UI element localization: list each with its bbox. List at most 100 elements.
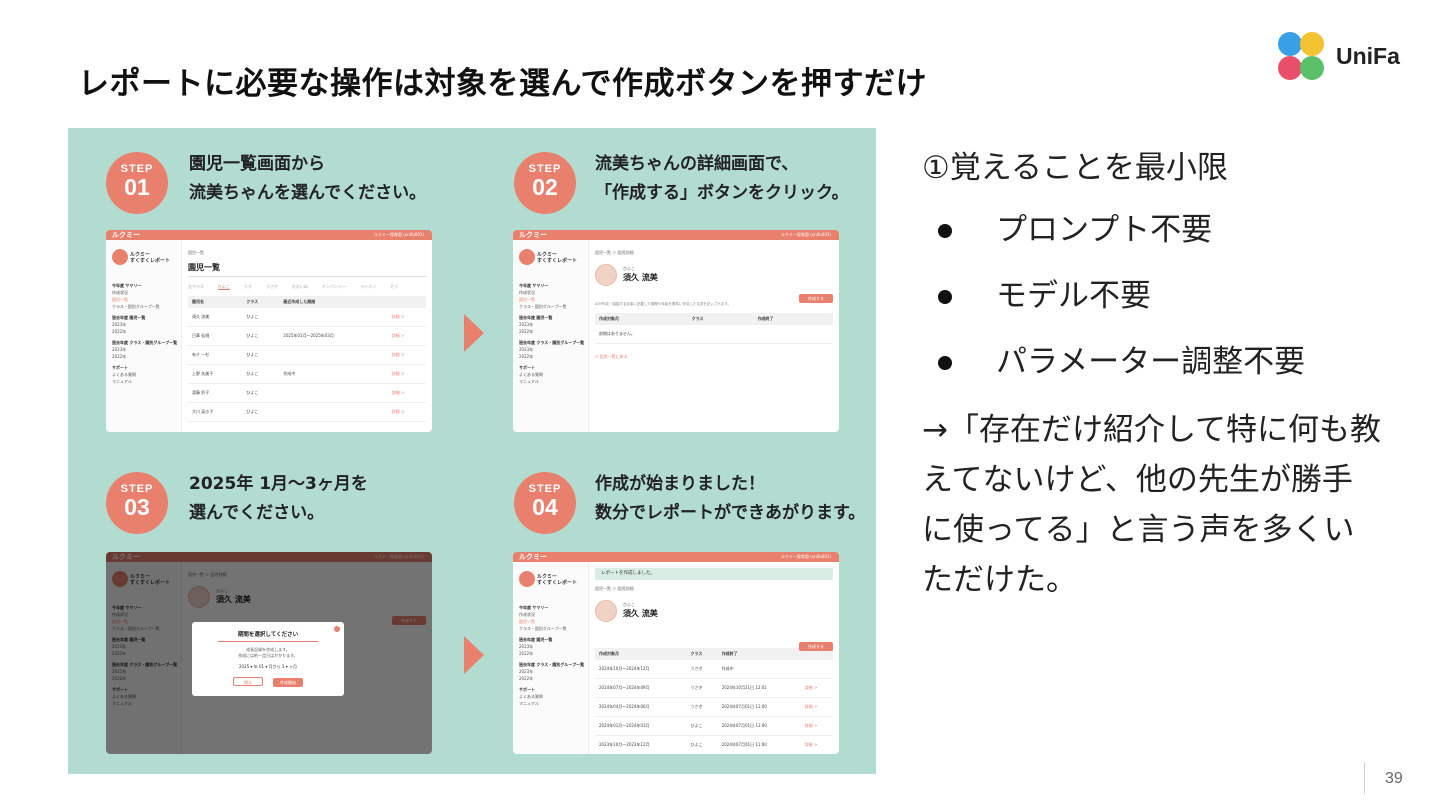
table-row: 有介 一杉ひよこ詳細 > <box>188 345 426 365</box>
sidebar-item[interactable]: よくある質問 <box>519 694 543 699</box>
sidebar-item[interactable]: よくある質問 <box>519 372 543 377</box>
sidebar-item[interactable]: 作成状況 <box>519 290 535 295</box>
points-heading: ①覚えることを最小限 <box>922 150 1228 186</box>
sidebar-item[interactable]: 今年度 サマリー <box>519 605 549 610</box>
tab-lion[interactable]: ライオン <box>360 284 377 289</box>
sidebar-item[interactable]: 2022年 <box>519 354 534 359</box>
tab-chimp[interactable]: チンパンジー <box>321 284 347 289</box>
screenshot-report-created: ルクミールクミー保育園 (unifa001) ルクミーすくすくレポート 今年度 … <box>513 552 839 754</box>
bullet-icon <box>938 356 952 370</box>
sidebar-item[interactable]: よくある質問 <box>112 372 136 377</box>
unifa-logo-mark-icon <box>1278 32 1324 80</box>
screenshot-child-list: ルクミールクミー保育園 (unifa001) ルクミーすくすくレポート 今年度 … <box>106 230 432 432</box>
sidebar-item[interactable]: 2023年 <box>519 669 534 674</box>
bullet-icon <box>938 290 952 304</box>
arrow-right-icon <box>464 636 484 674</box>
sidebar-item[interactable]: 今年度 サマリー <box>112 283 142 288</box>
detail-link[interactable]: 詳細 > <box>387 402 426 422</box>
class-tabs: 全クラス ひよこ りす うさぎ おおいぬ チンパンジー ライオン ぞう <box>188 284 426 290</box>
app-logo-icon <box>112 249 128 265</box>
sidebar-item[interactable]: サポート <box>519 365 535 370</box>
page-divider <box>1364 762 1365 794</box>
sidebar-item[interactable]: 作成状況 <box>112 290 128 295</box>
slide-title: レポートに必要な操作は対象を選んで作成ボタンを押すだけ <box>78 66 927 102</box>
sidebar-item[interactable]: 2023年 <box>519 644 534 649</box>
back-link[interactable]: < 園児一覧に戻る <box>595 354 628 359</box>
table-row: 須久 流美ひよこ詳細 > <box>188 308 426 327</box>
child-name: 須久 流美 <box>623 273 658 282</box>
tab-ooinu[interactable]: おおいぬ <box>291 284 308 289</box>
detail-link[interactable]: 詳細 > <box>387 383 426 403</box>
sidebar-item[interactable]: 今年度 サマリー <box>519 283 549 288</box>
table-row: 大川 英沙子ひよこ詳細 > <box>188 402 426 422</box>
period-select[interactable]: 2025 ▾ 年 01 ▾ 月から 3 ▾ ヶ月 <box>238 664 297 669</box>
sidebar-item[interactable]: 2022年 <box>112 329 127 334</box>
sidebar-nav: 今年度 サマリー作成状況園児一覧クラス・園別グループ一覧過去年度 園児一覧 202… <box>112 278 177 385</box>
sidebar-item[interactable]: 2023年 <box>112 347 127 352</box>
sidebar-item[interactable]: 園児一覧 <box>112 297 128 302</box>
sidebar-item[interactable]: 2022年 <box>519 676 534 681</box>
detail-link[interactable]: 詳細 > <box>800 697 833 717</box>
detail-link[interactable]: 詳細 > <box>387 364 426 384</box>
sidebar-item[interactable]: サポート <box>519 687 535 692</box>
success-toast: レポートを作成しました。 <box>595 568 833 580</box>
sidebar-item[interactable]: マニュアル <box>112 379 132 384</box>
detail-link[interactable]: 詳細 > <box>387 345 426 365</box>
sidebar-item[interactable]: マニュアル <box>519 379 539 384</box>
sidebar-item[interactable]: 2022年 <box>112 354 127 359</box>
sidebar-item[interactable]: 過去年度 園児一覧 <box>112 315 146 320</box>
sidebar-item[interactable]: 2023年 <box>519 322 534 327</box>
sidebar-item[interactable]: マニュアル <box>519 701 539 706</box>
sidebar-item[interactable]: 園児一覧 <box>519 619 535 624</box>
table-row: 上野 矢美子ひよこ作成中詳細 > <box>188 364 426 384</box>
sidebar-item[interactable]: 過去年度 クラス・園別グループ一覧 <box>519 662 585 667</box>
tab-all[interactable]: 全クラス <box>188 284 204 289</box>
sidebar-item[interactable]: 園児一覧 <box>519 297 535 302</box>
create-button[interactable]: 作成する <box>799 294 833 303</box>
detail-link[interactable]: 詳細 > <box>800 678 833 698</box>
table-row: 2024年10月〜2024年12月うさぎ作成中 <box>595 660 833 679</box>
tab-hiyoko[interactable]: ひよこ <box>217 284 230 290</box>
detail-link[interactable]: 詳細 > <box>800 735 833 754</box>
sidebar-item[interactable]: サポート <box>112 365 128 370</box>
step-01-text: 園児一覧画面から流美ちゃんを選んでください。 <box>189 154 427 203</box>
sidebar-item[interactable]: 過去年度 園児一覧 <box>519 315 553 320</box>
create-button[interactable]: 作成する <box>799 642 833 651</box>
sidebar-item[interactable]: 2023年 <box>112 322 127 327</box>
sidebar-item[interactable]: 過去年度 園児一覧 <box>519 637 553 642</box>
detail-link[interactable]: 詳細 > <box>800 716 833 736</box>
tab-usagi[interactable]: うさぎ <box>265 284 278 289</box>
sidebar-item[interactable]: クラス・園別グループ一覧 <box>519 626 567 631</box>
tab-zou[interactable]: ぞう <box>390 284 399 289</box>
sidebar-item[interactable]: 過去年度 クラス・園別グループ一覧 <box>112 340 178 345</box>
page-number: 39 <box>1385 770 1403 787</box>
detail-link[interactable]: 詳細 > <box>387 308 426 327</box>
sidebar-item[interactable]: 2023年 <box>519 347 534 352</box>
sidebar-item[interactable]: 2022年 <box>519 651 534 656</box>
close-icon[interactable] <box>334 626 340 632</box>
step-04-text: 作成が始まりました！数分でレポートができあがります。 <box>595 474 866 523</box>
unifa-logo: UniFa <box>1276 30 1416 86</box>
sidebar-item[interactable]: クラス・園別グループ一覧 <box>112 304 160 309</box>
start-create-button[interactable]: 作成開始 <box>273 678 303 687</box>
sidebar-item[interactable]: クラス・園別グループ一覧 <box>519 304 567 309</box>
detail-link[interactable]: 詳細 > <box>387 326 426 346</box>
feedback-text: →「存在だけ紹介して特に何も教えてないけど、他の先生が勝手に使ってる」と言う声を… <box>922 412 1382 598</box>
sidebar-item[interactable]: 作成状況 <box>519 612 535 617</box>
period-modal: 期間を選択してください 成長記録を作成します。作成には約一定日はかかります。 2… <box>192 622 344 696</box>
page-heading: 園児一覧 <box>188 262 426 277</box>
cancel-button[interactable]: 閉る <box>233 677 263 686</box>
sidebar-item[interactable]: 2022年 <box>519 329 534 334</box>
sidebar-item[interactable]: 過去年度 クラス・園別グループ一覧 <box>519 340 585 345</box>
points-list: プロンプト不要 モデル不要 パラメーター調整不要 <box>922 205 1382 403</box>
tab-risu[interactable]: りす <box>243 284 252 289</box>
